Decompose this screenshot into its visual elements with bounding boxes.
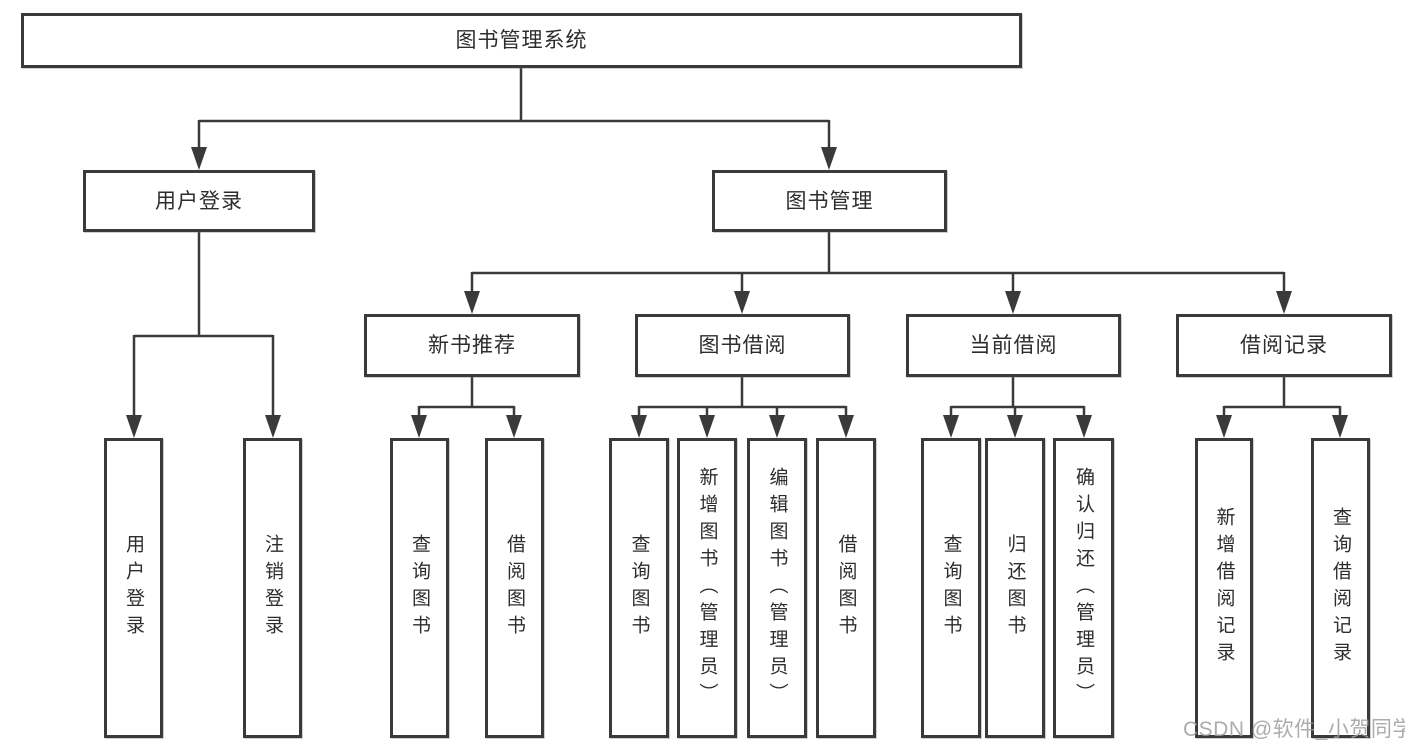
connector-borrowing-children [631, 377, 854, 438]
leaf-borrowing-borrow-books-label: 借阅图书 [835, 534, 857, 642]
node-borrow-records: 借阅记录 [1176, 314, 1392, 377]
node-root-label: 图书管理系统 [455, 29, 588, 52]
leaf-borrowing-borrow-books: 借阅图书 [816, 438, 876, 738]
leaf-current-confirm-return: 确认归还（管理员） [1053, 438, 1114, 738]
arrowhead [265, 415, 281, 438]
leaf-logout: 注销登录 [243, 438, 302, 738]
arrowhead [838, 415, 854, 438]
node-current-borrowing: 当前借阅 [906, 314, 1121, 377]
node-new-books: 新书推荐 [364, 314, 580, 377]
connector-user-login-children [126, 232, 281, 438]
connector-current-borrowing-children [943, 377, 1092, 438]
leaf-newbooks-borrow-books-label: 借阅图书 [504, 534, 525, 642]
watermark: CSDN @软件_小贺同学 [1183, 718, 1405, 741]
node-book-management-label: 图书管理 [785, 189, 874, 213]
leaf-current-return-books: 归还图书 [985, 438, 1045, 738]
leaf-borrowing-add-books-label: 新增图书（管理员） [696, 466, 718, 710]
arrowhead [734, 291, 750, 314]
connector-book-management-children [464, 232, 1292, 314]
leaf-current-query-books-label: 查询图书 [940, 534, 962, 642]
node-user-login: 用户登录 [83, 170, 315, 232]
leaf-borrowing-query-books: 查询图书 [609, 438, 669, 738]
leaf-borrowing-query-books-label: 查询图书 [628, 534, 650, 642]
node-user-login-label: 用户登录 [155, 189, 243, 213]
leaf-borrowing-edit-books: 编辑图书（管理员） [747, 438, 807, 738]
leaf-records-query-record-label: 查询借阅记录 [1330, 507, 1351, 669]
leaf-newbooks-query-books: 查询图书 [390, 438, 449, 738]
arrowhead [699, 415, 715, 438]
node-new-books-label: 新书推荐 [428, 334, 516, 357]
arrowhead [1076, 415, 1092, 438]
leaf-user-login: 用户登录 [104, 438, 163, 738]
arrowhead [126, 415, 142, 438]
arrowhead [464, 291, 480, 314]
arrowhead [631, 415, 647, 438]
arrowhead [1332, 415, 1348, 438]
arrowhead [943, 415, 959, 438]
node-book-management: 图书管理 [712, 170, 947, 232]
connector-new-books-children [411, 377, 522, 438]
leaf-current-confirm-return-label: 确认归还（管理员） [1073, 466, 1094, 710]
connector-root-children [191, 68, 837, 170]
node-current-borrowing-label: 当前借阅 [969, 334, 1058, 357]
node-book-borrowing-label: 图书借阅 [698, 334, 787, 357]
node-borrow-records-label: 借阅记录 [1240, 334, 1328, 357]
node-book-borrowing: 图书借阅 [635, 314, 850, 377]
leaf-records-query-record: 查询借阅记录 [1311, 438, 1370, 738]
leaf-records-add-record: 新增借阅记录 [1195, 438, 1253, 738]
leaf-newbooks-borrow-books: 借阅图书 [485, 438, 544, 738]
arrowhead [821, 147, 837, 170]
arrowhead [506, 415, 522, 438]
arrowhead [191, 147, 207, 170]
arrowhead [1007, 415, 1023, 438]
leaf-current-return-books-label: 归还图书 [1004, 534, 1026, 642]
connector-borrow-records-children [1216, 377, 1348, 438]
leaf-current-query-books: 查询图书 [921, 438, 981, 738]
leaf-records-add-record-label: 新增借阅记录 [1213, 507, 1235, 669]
leaf-borrowing-add-books: 新增图书（管理员） [677, 438, 737, 738]
arrowhead [1005, 291, 1021, 314]
leaf-borrowing-edit-books-label: 编辑图书（管理员） [766, 466, 788, 710]
leaf-logout-label: 注销登录 [262, 534, 283, 642]
leaf-user-login-label: 用户登录 [123, 534, 144, 642]
node-root: 图书管理系统 [21, 13, 1022, 68]
arrowhead [411, 415, 427, 438]
arrowhead [1216, 415, 1232, 438]
arrowhead [1276, 291, 1292, 314]
leaf-newbooks-query-books-label: 查询图书 [409, 534, 430, 642]
arrowhead [769, 415, 785, 438]
